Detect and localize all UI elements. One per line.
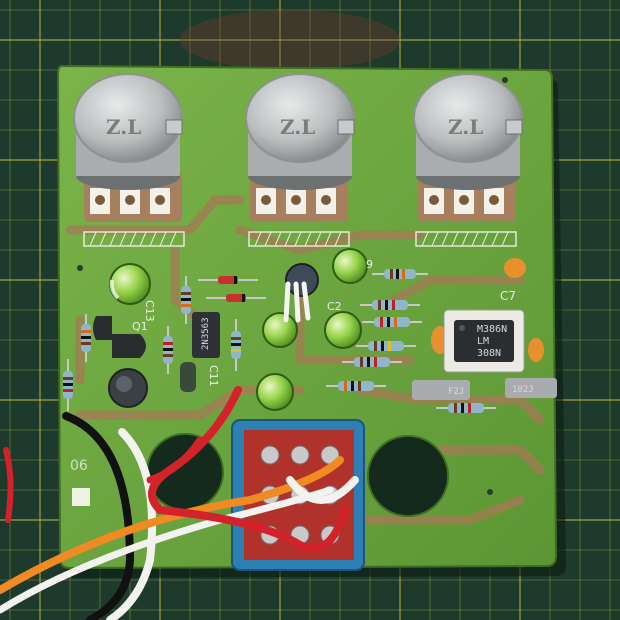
pot-silkscreen	[83, 231, 517, 247]
mounting-hole	[77, 265, 83, 271]
film-capacitor: 102J	[505, 378, 557, 398]
silk-logo-block	[72, 488, 90, 506]
label-9: 9	[366, 258, 373, 271]
label-c2: C2	[327, 300, 342, 313]
transistor	[180, 362, 196, 392]
resistors	[63, 269, 496, 413]
pot-stamp-right: Z.L	[448, 115, 483, 139]
label-edge-code: 06	[70, 458, 88, 474]
ic-label-mid: LM	[477, 336, 489, 347]
film-cap-b-label: 102J	[512, 385, 534, 395]
ceramic-capacitor	[504, 258, 526, 278]
diodes	[198, 276, 266, 302]
ceramic-capacitor	[528, 338, 544, 362]
jack-hole-left	[146, 433, 224, 511]
mounting-hole	[487, 489, 493, 495]
potentiometer-middle: Z.L	[245, 73, 355, 222]
transistor	[112, 334, 146, 358]
label-c7: C7	[500, 289, 516, 303]
ic-label-top: M386N	[477, 324, 507, 335]
pot-hatching	[89, 231, 509, 247]
electrolytic-capacitor	[109, 263, 151, 305]
ic-label-bottom: 308N	[477, 348, 501, 359]
transistor	[93, 316, 112, 340]
electrolytic-capacitor	[256, 373, 294, 411]
potentiometer-left: Z.L	[73, 73, 183, 222]
electrolytic-capacitor-black	[285, 263, 319, 297]
film-capacitor: F2J	[412, 380, 470, 400]
label-c13: C13	[143, 300, 156, 322]
transistor-large: 2N3563	[192, 312, 220, 358]
pot-stamp-middle: Z.L	[280, 115, 315, 139]
pot-stamp-left: Z.L	[106, 115, 141, 139]
electrolytic-capacitor	[262, 312, 298, 348]
electrolytic-capacitor-black	[108, 368, 148, 408]
ic-socket: M386N LM 308N	[443, 309, 525, 373]
electrolytic-capacitor	[324, 311, 362, 349]
jack-hole-right	[367, 435, 449, 517]
heat-shrink-leads	[283, 281, 311, 323]
label-q1: Q1	[132, 320, 148, 333]
film-cap-a-label: F2J	[448, 387, 464, 397]
label-c11: C11	[207, 365, 220, 387]
mat-stain	[180, 10, 400, 70]
electrolytic-capacitor	[332, 248, 368, 284]
wires	[0, 386, 359, 620]
transistor-code: 2N3563	[201, 317, 211, 350]
potentiometer-right: Z.L	[413, 73, 523, 222]
mounting-hole	[502, 77, 508, 83]
